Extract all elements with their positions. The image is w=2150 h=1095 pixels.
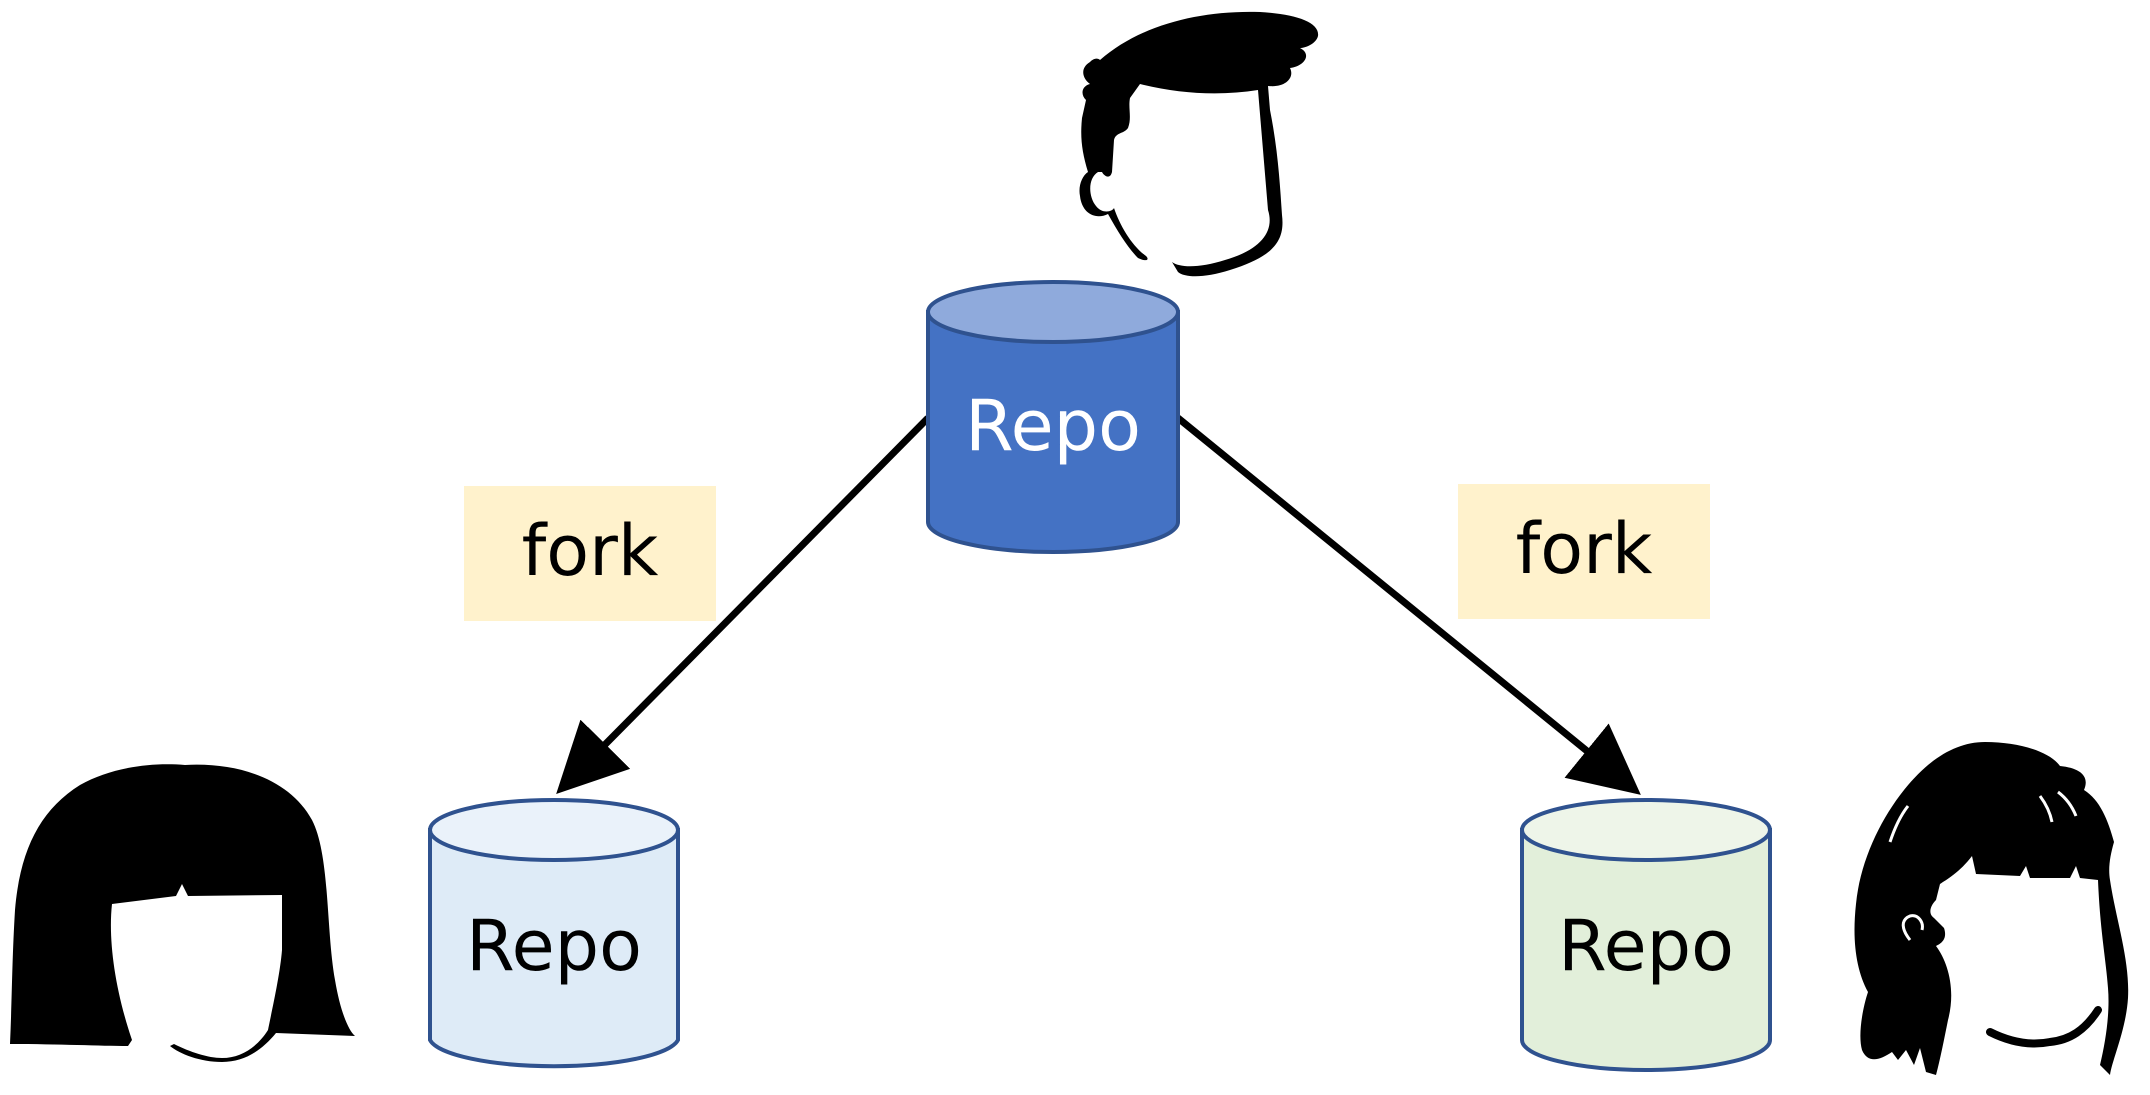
- fork-arrow-left: [556, 415, 931, 794]
- fork-label-left: fork: [464, 486, 716, 621]
- fork-arrow-right: [1175, 415, 1641, 795]
- man-avatar-icon: [1079, 11, 1319, 277]
- fork-repo-left-cylinder: Repo: [428, 798, 680, 1069]
- fork-repo-right-cylinder: Repo: [1520, 798, 1772, 1072]
- fork-label-right-text: fork: [1516, 508, 1653, 590]
- fork-repo-right-label: Repo: [1558, 905, 1734, 987]
- fork-repo-left-label: Repo: [466, 905, 642, 987]
- upstream-repo-cylinder: Repo: [926, 280, 1180, 554]
- fork-label-right-box: [1458, 484, 1710, 619]
- woman-ponytail-avatar-icon: [1854, 742, 2129, 1075]
- fork-label-right: fork: [1458, 484, 1710, 619]
- fork-label-left-text: fork: [522, 510, 659, 592]
- woman-bob-avatar-icon: [10, 764, 355, 1062]
- upstream-repo-label: Repo: [965, 385, 1141, 467]
- fork-label-left-box: [464, 486, 716, 621]
